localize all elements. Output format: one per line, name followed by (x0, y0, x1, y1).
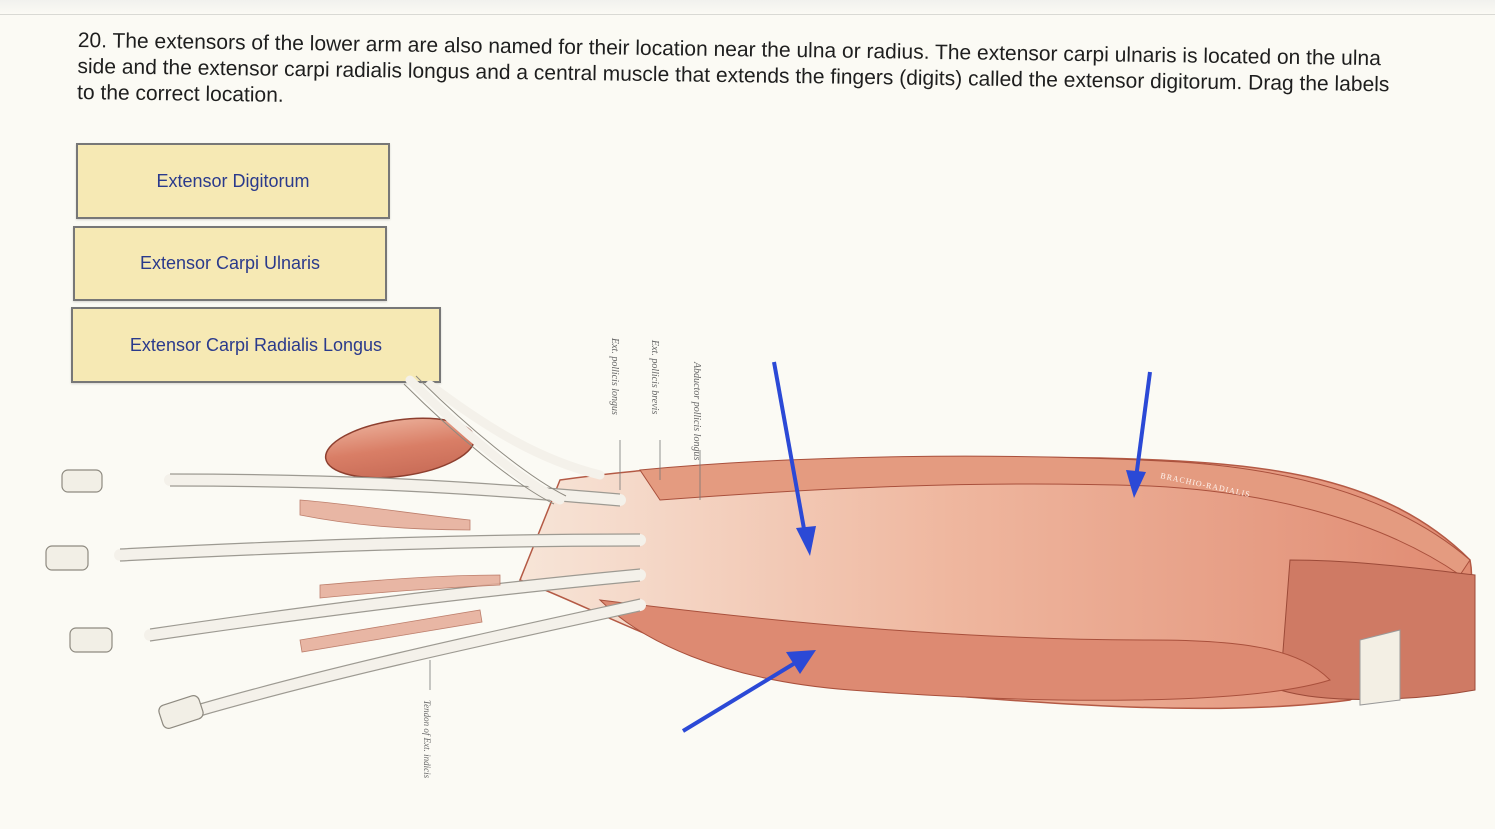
ulnar-muscle (598, 599, 1331, 701)
forearm-illustration: Ext. pollicis longus Ext. pollicis brevi… (45, 337, 1476, 779)
question-text: 20. The extensors of the lower arm are a… (77, 28, 1398, 124)
arrow-target-lower[interactable] (681, 650, 816, 733)
elbow-region (1279, 559, 1476, 700)
annotation-ext-pollicis-longus: Ext. pollicis longus (609, 337, 620, 415)
annotation-leaders (429, 440, 701, 690)
finger-tendons (114, 474, 646, 716)
label-extensor-carpi-ulnaris[interactable]: Extensor Carpi Ulnaris (73, 226, 387, 301)
question-number: 20. (77, 28, 108, 53)
thumb-tendons (405, 375, 605, 505)
thumb-tendon-outlines (403, 375, 567, 505)
annotation-tendon-ext-indicis: Tendon of Ext. indicis (422, 700, 432, 779)
finger-tips (45, 469, 204, 729)
finger-tendon-outlines (119, 473, 641, 717)
annotation-abductor-pollicis-longus: Abductor pollicis longus (691, 361, 702, 460)
olecranon-bone (1359, 629, 1401, 706)
interosseous-muscles (299, 499, 501, 653)
label-extensor-digitorum[interactable]: Extensor Digitorum (76, 143, 390, 219)
top-rule (0, 0, 1495, 15)
annotation-ext-pollicis-brevis: Ext. pollicis brevis (649, 339, 660, 414)
label-extensor-carpi-radialis-longus[interactable]: Extensor Carpi Radialis Longus (71, 307, 441, 383)
arrow-target-center[interactable] (772, 361, 816, 556)
question-body: The extensors of the lower arm are also … (76, 29, 1390, 107)
arrow-target-right[interactable] (1126, 371, 1152, 498)
